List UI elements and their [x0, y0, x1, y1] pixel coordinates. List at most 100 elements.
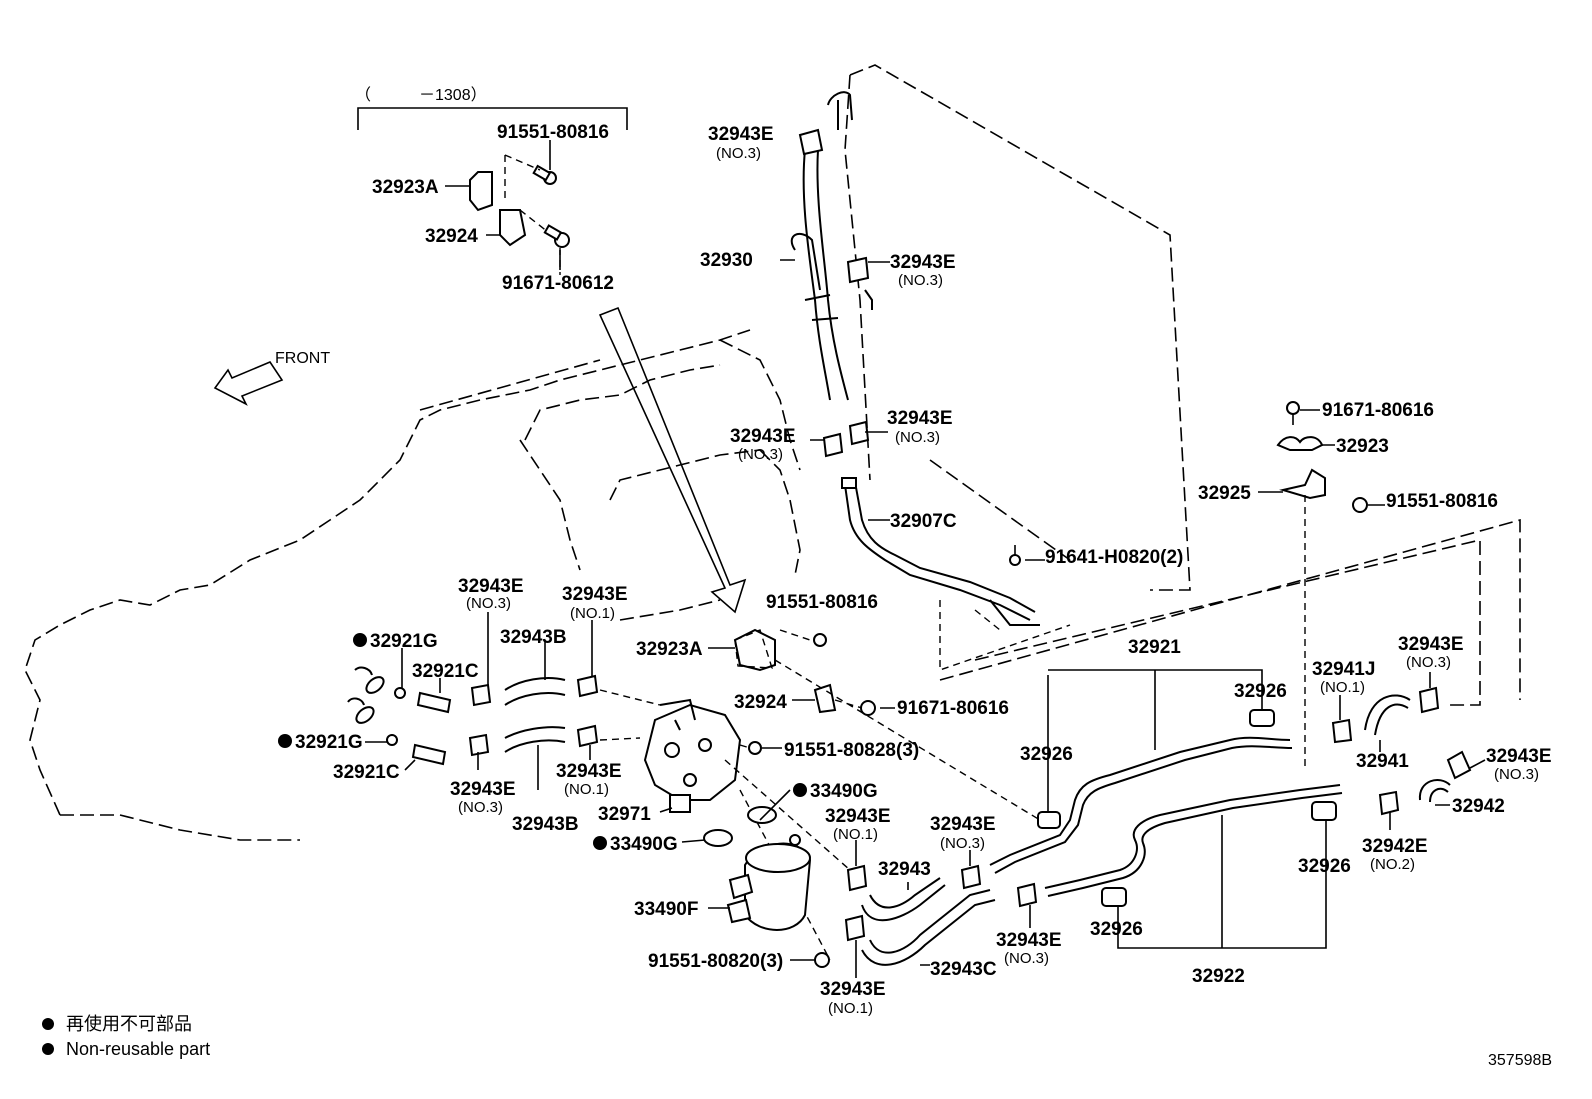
- label-91671-80612: 91671-80612: [502, 273, 614, 294]
- label-32921G-a: 32921G: [370, 631, 438, 652]
- non-reusable-marker-33490G-b: [593, 836, 607, 850]
- label-no3-left: (NO.3): [738, 446, 783, 463]
- label-32943: 32943: [878, 859, 931, 880]
- label-91641-H0820: 91641-H0820(2): [1045, 547, 1183, 568]
- hose-32930: [790, 91, 873, 458]
- label-32923A-top: 32923A: [372, 177, 439, 198]
- front-label: FRONT: [275, 350, 330, 367]
- label-91551-80816-center: 91551-80816: [766, 592, 878, 613]
- legend: 再使用不可部品 Non-reusable part: [42, 1014, 210, 1059]
- legend-marker-jp: [42, 1018, 54, 1030]
- label-32943C: 32943C: [930, 959, 997, 980]
- label-no1-j: (NO.1): [1320, 679, 1365, 696]
- legend-text-jp: 再使用不可部品: [66, 1014, 192, 1034]
- label-no1-b: (NO.1): [570, 605, 615, 622]
- transmission-outline: [24, 329, 801, 841]
- diagram-code: 357598B: [1488, 1052, 1552, 1069]
- label-no1-e: (NO.1): [833, 826, 878, 843]
- label-32943B-b: 32943B: [512, 814, 579, 835]
- label-32943E-f: 32943E: [930, 814, 996, 835]
- label-32923A-center: 32923A: [636, 639, 703, 660]
- bracket-32923-right: [1276, 401, 1368, 770]
- label-no3-i: (NO.3): [1406, 654, 1451, 671]
- label-32907C: 32907C: [890, 511, 957, 532]
- label-32923-right: 32923: [1336, 436, 1389, 457]
- pipe-32907C: [841, 477, 1071, 671]
- label-no3-a: (NO.3): [466, 595, 511, 612]
- label-32921C-a: 32921C: [412, 661, 479, 682]
- hoses-32941-32942: [1331, 686, 1472, 816]
- label-32943E-a: 32943E: [458, 576, 524, 597]
- label-32924-center: 32924: [734, 692, 787, 713]
- label-32922: 32922: [1192, 966, 1245, 987]
- pipe-32922: [1044, 784, 1343, 949]
- front-arrow: FRONT: [213, 350, 330, 406]
- label-32943E-e: 32943E: [825, 806, 891, 827]
- non-reusable-marker-32921G-b: [278, 734, 292, 748]
- leader-lines: [365, 140, 1486, 978]
- part-labels: 91551-80816 32923A 32924 91671-80612 329…: [278, 122, 1552, 1017]
- pipe-32921: [989, 669, 1293, 874]
- label-32941J: 32941J: [1312, 659, 1375, 680]
- label-no1-g: (NO.1): [828, 1000, 873, 1017]
- fittings-32921: [347, 666, 661, 766]
- label-32943E-d: 32943E: [556, 761, 622, 782]
- label-91551-80816-top: 91551-80816: [497, 122, 609, 143]
- label-no3-top: (NO.3): [716, 145, 761, 162]
- range-label: （ －1308）: [355, 86, 487, 104]
- label-32943E-mid: 32943E: [890, 252, 956, 273]
- label-32926-a: 32926: [1234, 681, 1287, 702]
- label-32943E-left: 32943E: [730, 426, 796, 447]
- label-91551-80820: 91551-80820(3): [648, 951, 783, 972]
- label-32921G-b: 32921G: [295, 732, 363, 753]
- label-91671-80616-center: 91671-80616: [897, 698, 1009, 719]
- label-32941: 32941: [1356, 751, 1409, 772]
- label-33490F: 33490F: [634, 899, 698, 920]
- label-no2-e: (NO.2): [1370, 856, 1415, 873]
- label-32943E-top: 32943E: [708, 124, 774, 145]
- label-32943E-g: 32943E: [820, 979, 886, 1000]
- label-no3-f: (NO.3): [940, 835, 985, 852]
- cooler-33490F: [703, 806, 830, 968]
- label-no3-h: (NO.3): [1004, 950, 1049, 967]
- pointer-arrow: [598, 306, 747, 614]
- label-32926-c: 32926: [1298, 856, 1351, 877]
- label-32942: 32942: [1452, 796, 1505, 817]
- adapter-32971: [643, 628, 1041, 961]
- label-32925: 32925: [1198, 483, 1251, 504]
- label-no3-right: (NO.3): [895, 429, 940, 446]
- label-32943E-b: 32943E: [562, 584, 628, 605]
- label-32924-top: 32924: [425, 226, 478, 247]
- label-33490G-a: 33490G: [810, 781, 878, 802]
- non-reusable-marker-32921G-a: [353, 633, 367, 647]
- label-91671-80616-right: 91671-80616: [1322, 400, 1434, 421]
- label-no3-mid: (NO.3): [898, 272, 943, 289]
- bracket-32923A-top: [469, 154, 570, 275]
- non-reusable-marker-33490G-a: [793, 783, 807, 797]
- label-32943E-c: 32943E: [450, 779, 516, 800]
- legend-text-en: Non-reusable part: [66, 1039, 210, 1059]
- label-no3-k: (NO.3): [1494, 766, 1539, 783]
- label-no3-c: (NO.3): [458, 799, 503, 816]
- label-91551-80828: 91551-80828(3): [784, 740, 919, 761]
- hoses-32943: [844, 864, 1038, 966]
- label-no1-d: (NO.1): [564, 781, 609, 798]
- label-32943E-right: 32943E: [887, 408, 953, 429]
- label-32930: 32930: [700, 250, 753, 271]
- label-32971: 32971: [598, 804, 651, 825]
- label-91551-80816-right: 91551-80816: [1386, 491, 1498, 512]
- label-32921: 32921: [1128, 637, 1181, 658]
- label-33490G-b: 33490G: [610, 834, 678, 855]
- cooler-frame-outline: [844, 64, 1521, 706]
- label-32921C-b: 32921C: [333, 762, 400, 783]
- label-32943E-i: 32943E: [1398, 634, 1464, 655]
- label-32943E-h: 32943E: [996, 930, 1062, 951]
- header-bracket: （ －1308）: [355, 86, 628, 130]
- label-32942E: 32942E: [1362, 836, 1428, 857]
- legend-marker-en: [42, 1043, 54, 1055]
- label-32943E-k: 32943E: [1486, 746, 1552, 767]
- label-32943B-a: 32943B: [500, 627, 567, 648]
- label-32926-d: 32926: [1090, 919, 1143, 940]
